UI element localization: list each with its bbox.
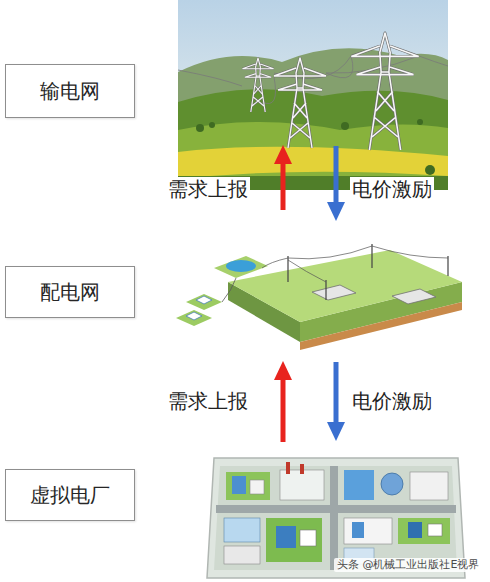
- building: [344, 470, 374, 500]
- tower: [351, 33, 419, 150]
- tower-steel: [351, 33, 419, 150]
- flow-arrows: [274, 145, 345, 442]
- building: [410, 472, 448, 500]
- building: [408, 522, 422, 538]
- building: [232, 476, 246, 494]
- flow-label: 电价激励: [350, 389, 434, 413]
- gas-tank: [381, 473, 403, 495]
- tree: [196, 124, 204, 132]
- wire: [222, 278, 236, 302]
- house-tile: [186, 294, 222, 310]
- tower: [242, 58, 273, 112]
- building: [250, 480, 264, 494]
- house-roof: [196, 296, 212, 304]
- city-block: [214, 466, 457, 570]
- watermark: 头条 @机械工业出版社E视界: [334, 558, 482, 572]
- building: [224, 546, 260, 564]
- tree: [425, 165, 435, 175]
- tree: [209, 122, 215, 128]
- park: [398, 518, 450, 544]
- chimney: [300, 464, 304, 474]
- tree: [341, 122, 349, 130]
- tower-shadow: [351, 33, 419, 150]
- factory: [280, 470, 324, 500]
- building: [276, 526, 296, 548]
- box-label: 虚拟电厂: [30, 482, 110, 509]
- tree: [417, 119, 423, 125]
- power-lines: [178, 56, 448, 104]
- soil-layer: [300, 302, 462, 350]
- pond-tile: [214, 256, 268, 278]
- flow-label: 需求上报: [166, 389, 250, 413]
- pole: [447, 256, 448, 276]
- hill: [178, 89, 448, 190]
- building: [344, 518, 392, 544]
- arrow-head: [274, 361, 292, 380]
- tower: [274, 58, 326, 148]
- tower-shadow: [242, 58, 273, 112]
- tower-steel: [274, 58, 326, 148]
- road: [330, 466, 338, 570]
- wire: [372, 246, 448, 258]
- report-arrow: [281, 160, 286, 210]
- mountain: [178, 48, 448, 190]
- building: [300, 530, 316, 546]
- wire: [262, 258, 288, 268]
- towers: [242, 33, 418, 150]
- tower-shadow: [274, 58, 326, 148]
- arrow-head: [327, 202, 345, 221]
- level-box: 配电网: [5, 266, 135, 318]
- house-tile: [176, 310, 212, 326]
- wire: [288, 260, 326, 282]
- solar-panel: [224, 518, 260, 542]
- box-label: 配电网: [40, 279, 100, 306]
- wire: [288, 246, 372, 259]
- pole: [325, 280, 326, 300]
- transmission-photo: [178, 0, 448, 190]
- level-box: 虚拟电厂: [5, 469, 135, 521]
- house-roof: [186, 312, 202, 320]
- arrow-head: [327, 422, 345, 441]
- level-box: 输电网: [5, 64, 135, 118]
- flow-label: 电价激励: [350, 177, 434, 201]
- report-arrow: [281, 376, 286, 442]
- box-label: 输电网: [40, 78, 100, 105]
- wire: [326, 56, 353, 78]
- pond: [226, 260, 256, 272]
- wires: [262, 246, 448, 282]
- arrow-head: [274, 145, 292, 164]
- building: [428, 524, 442, 536]
- park: [226, 472, 270, 500]
- building: [352, 522, 364, 538]
- chimney: [286, 462, 290, 474]
- sky: [178, 0, 448, 190]
- pole: [371, 244, 372, 268]
- rape-field: [178, 147, 448, 179]
- wire: [419, 56, 448, 66]
- distribution-illustration: [176, 244, 462, 350]
- wire: [178, 70, 242, 86]
- price-arrow: [334, 362, 339, 426]
- substation: [312, 285, 356, 300]
- price-arrow: [334, 146, 339, 206]
- tower-steel: [242, 58, 273, 112]
- poles: [288, 244, 448, 300]
- flow-label: 需求上报: [166, 177, 250, 201]
- substation: [392, 289, 436, 304]
- park: [266, 518, 322, 562]
